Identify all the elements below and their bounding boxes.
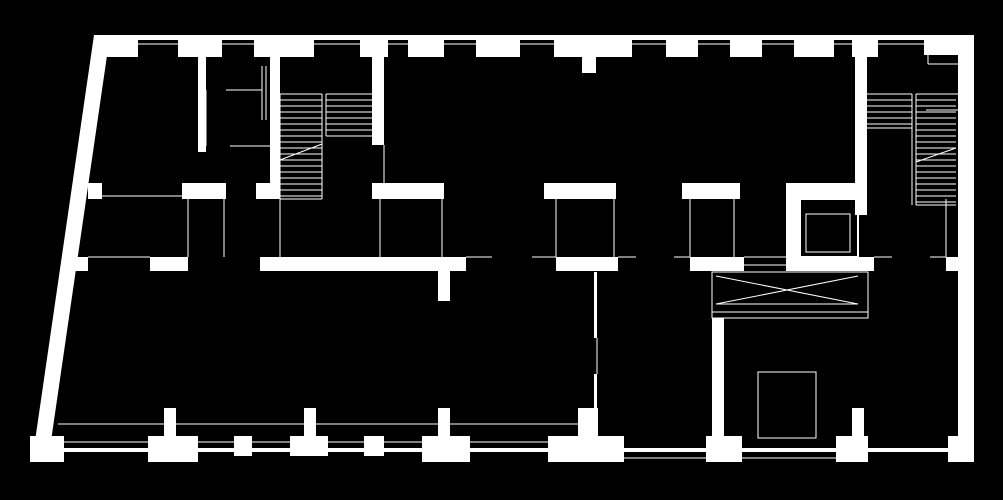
corridor-wall [544,183,616,199]
top-wall-piers [94,35,974,73]
bottom-pier [304,408,316,438]
bottom-pier [148,436,198,462]
bottom-pier [548,436,624,462]
corridor-wall [786,183,866,199]
corridor-wall [786,257,874,271]
staircase-right [866,93,958,206]
partition-wall [594,272,597,338]
bottom-windows [58,423,836,459]
corridor-wall [438,257,450,301]
interior-walls [70,40,958,410]
exterior-walls [34,35,974,462]
entrance-doorway [757,371,817,439]
top-pier [794,35,834,57]
bottom-pier [852,408,864,438]
stair-treads [866,99,956,203]
corridor-wall [182,183,226,199]
bottom-pier [164,408,176,438]
bottom-pier [30,436,64,462]
corridor-wall [946,257,958,271]
bottom-pier [836,436,868,462]
partition-wall [270,57,280,199]
top-pier [94,35,138,57]
bottom-pier [364,436,384,456]
top-pier [254,35,314,57]
ramp-outline [711,271,869,319]
top-pier [554,35,632,57]
corridor-wall [88,183,102,199]
corridor-wall [682,183,740,199]
bottom-pier [290,436,328,456]
entrance-frame [757,371,817,439]
partition-wall [594,374,597,410]
stair-outline [279,143,323,161]
stair-treads [280,99,372,197]
partition-wall [372,40,384,145]
corridor-wall [256,183,280,199]
corridor-wall [786,183,800,271]
bottom-exterior-wall [34,448,974,452]
partition-wall [198,57,206,152]
bottom-pier [438,408,450,438]
ramp-zigzag [715,275,859,305]
corridor-wall [150,257,188,271]
corridor-wall [70,257,88,271]
lift-box-inner [805,213,851,253]
lift-box-outer [799,198,859,258]
bottom-pier [712,408,724,438]
bottom-pier [578,408,598,438]
corridor-wall [260,257,466,271]
top-pier [924,35,974,55]
bottom-pier [234,436,252,456]
staircase-left [279,93,372,200]
bottom-pier [422,436,470,462]
bottom-pier [948,436,974,462]
corridor-wall [372,183,444,199]
top-pier [178,35,222,57]
right-exterior-wall [958,35,974,462]
left-exterior-wall [34,35,110,448]
corridor-wall [556,257,618,271]
top-pier [582,55,596,73]
lift-shaft [799,198,859,258]
top-pier [730,35,762,57]
top-pier [666,35,698,57]
bottom-pier [706,436,742,462]
top-pier [408,35,444,57]
corridor-wall [690,257,744,271]
partition-wall [855,40,867,215]
ramp [711,271,869,408]
top-exterior-wall [94,35,974,40]
bottom-wall-piers [30,408,974,462]
thin-partitions [88,40,958,374]
top-pier [476,35,520,57]
